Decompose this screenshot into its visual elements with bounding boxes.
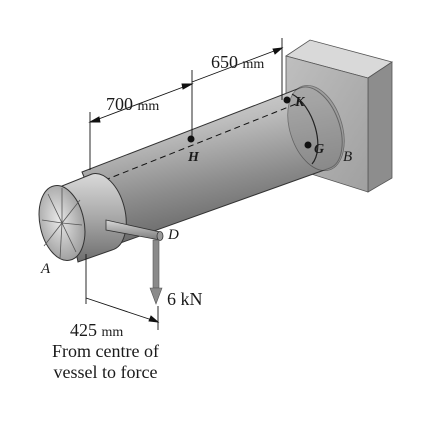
point-k-dot [283, 96, 291, 104]
dimension-700-unit: mm [137, 99, 160, 114]
vessel-note-line-2: vessel to force [53, 362, 158, 382]
point-g-label: G [314, 142, 325, 157]
end-cap [38, 173, 127, 263]
point-a-label: A [41, 261, 51, 277]
dimension-425 [85, 254, 160, 330]
dimension-650 [191, 38, 284, 100]
dimension-700 [88, 70, 194, 170]
point-b-label: B [343, 149, 353, 165]
point-d-label: D [168, 227, 179, 243]
load-arm [105, 219, 164, 241]
vessel-note-line-1: From centre of [52, 341, 159, 361]
point-h-label: H [188, 150, 199, 165]
dimension-425-unit: mm [101, 325, 124, 340]
dimension-650-label: 650 mm [211, 53, 264, 72]
dimension-650-value: 650 [211, 52, 238, 72]
dimension-700-value: 700 [106, 94, 133, 114]
dimension-425-label: 425 mm [70, 321, 123, 340]
force-arrow [149, 239, 163, 305]
dimension-650-unit: mm [242, 57, 265, 72]
point-g-dot [304, 141, 312, 149]
vessel-note: From centre of vessel to force [52, 341, 159, 383]
cylinder-body [81, 84, 345, 247]
dimension-425-value: 425 [70, 320, 97, 340]
force-label: 6 kN [167, 289, 203, 309]
dimension-700-label: 700 mm [106, 95, 159, 114]
point-h-dot [187, 135, 195, 143]
point-k-label: K [295, 95, 305, 110]
dashed-line [94, 103, 297, 185]
